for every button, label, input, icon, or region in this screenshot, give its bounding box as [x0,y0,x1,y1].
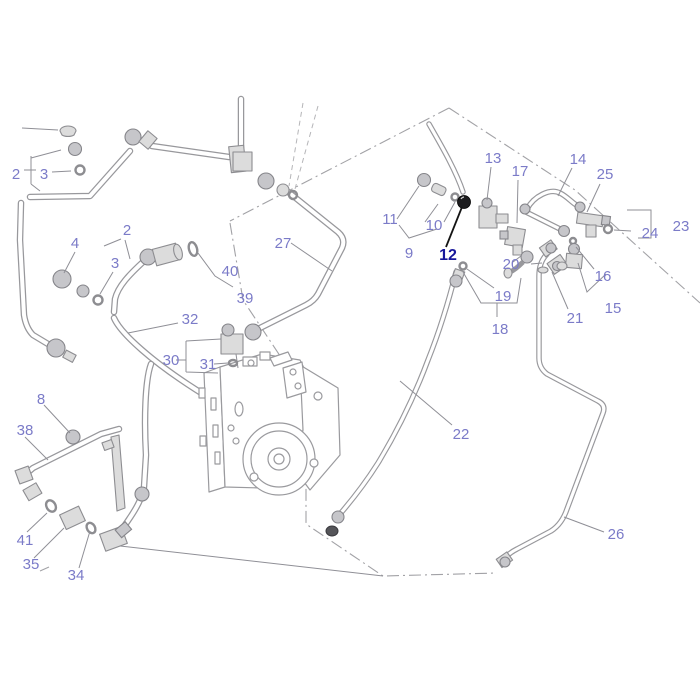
pipe-upper-diagonal [148,142,233,161]
leader-lines [21,127,652,577]
pipe-14 [521,188,581,232]
part-label-23[interactable]: 23 [673,218,690,235]
pipe-left-horizontal [26,147,134,201]
part-label-2b[interactable]: 2 [123,222,131,239]
part-label-20[interactable]: 20 [503,256,520,273]
hose-22 [337,269,459,517]
nut-part-4 [52,269,72,289]
leader-line-12 [445,206,463,248]
oring-part-24 [602,223,614,235]
part-label-10[interactable]: 10 [426,217,443,234]
nut-part-11 [416,172,432,188]
fitting-17 [499,226,526,256]
fitting-group-2-3-top [59,125,86,176]
part-label-40[interactable]: 40 [222,263,239,280]
pipe-26 [501,251,607,562]
fitting-19-hose-top [449,261,468,288]
part-label-32[interactable]: 32 [182,311,199,328]
oring-part-41 [44,499,58,513]
part-label-3a[interactable]: 3 [40,166,48,183]
part-label-35[interactable]: 35 [23,556,40,573]
part-label-21[interactable]: 21 [567,310,584,327]
projection-dashed-lines [288,102,319,190]
pipe-38-right [117,360,155,535]
part-label-26[interactable]: 26 [608,526,625,543]
part-label-38[interactable]: 38 [17,422,34,439]
part-label-8[interactable]: 8 [37,391,45,408]
part-label-2a[interactable]: 2 [12,166,20,183]
fitting-39-40 [151,240,199,267]
pump-assembly [198,351,341,496]
bullet-part-10 [430,182,447,197]
phantom-boundary-lines [39,107,700,577]
oring-part-3 [74,164,86,176]
part-label-27[interactable]: 27 [275,235,292,252]
part-label-13[interactable]: 13 [485,150,502,167]
pipe-2-elbow [110,258,215,403]
nut-part [67,141,83,157]
pipe-32-left-vertical [16,199,52,348]
oring-part-40 [187,240,199,258]
part-label-30[interactable]: 30 [163,352,180,369]
pipe-26-end [495,551,514,569]
nut-part-8 [65,429,81,445]
part-label-15[interactable]: 15 [605,300,622,317]
part-label-14[interactable]: 14 [570,151,587,168]
part-label-12-selected[interactable]: 12 [439,247,457,264]
part-label-3b[interactable]: 3 [111,255,119,272]
fitting-group-4-2-3 [52,248,157,306]
part-label-25[interactable]: 25 [597,166,614,183]
part-label-24[interactable]: 24 [642,225,659,242]
part-label-19[interactable]: 19 [495,288,512,305]
pipe-27 [254,187,347,333]
part-label-41[interactable]: 41 [17,532,34,549]
part-label-11[interactable]: 11 [382,211,398,228]
part-label-18[interactable]: 18 [492,321,509,338]
fitting-13 [478,197,509,229]
fitting-cluster-9-10-11-12 [416,172,471,209]
fitting-group-38 [14,434,150,552]
part-label-4[interactable]: 4 [71,235,79,252]
fitting-20 [503,250,534,279]
pipe-32-end-fitting [46,338,77,363]
connector-part-35 [59,505,86,531]
fitting-cluster-upper [124,128,299,201]
hose-22-end [325,510,345,537]
part-labels: 2 3 4 2 3 27 40 39 32 30 31 8 38 41 35 3… [12,150,690,584]
part-label-39[interactable]: 39 [237,290,254,307]
fitting-25-24 [519,201,614,246]
part-label-9[interactable]: 9 [405,245,413,262]
part-label-34[interactable]: 34 [68,567,85,584]
oring-part-31 [227,358,239,368]
cap-part [59,125,77,137]
hose-12-stub [426,121,466,195]
strap-bracket [110,434,126,512]
part-label-22[interactable]: 22 [453,426,470,443]
pipe-20-link [530,262,543,265]
part-label-31[interactable]: 31 [200,356,217,373]
fitting-30-31 [220,323,262,369]
part-label-16[interactable]: 16 [595,268,612,285]
part-label-17[interactable]: 17 [512,163,529,180]
